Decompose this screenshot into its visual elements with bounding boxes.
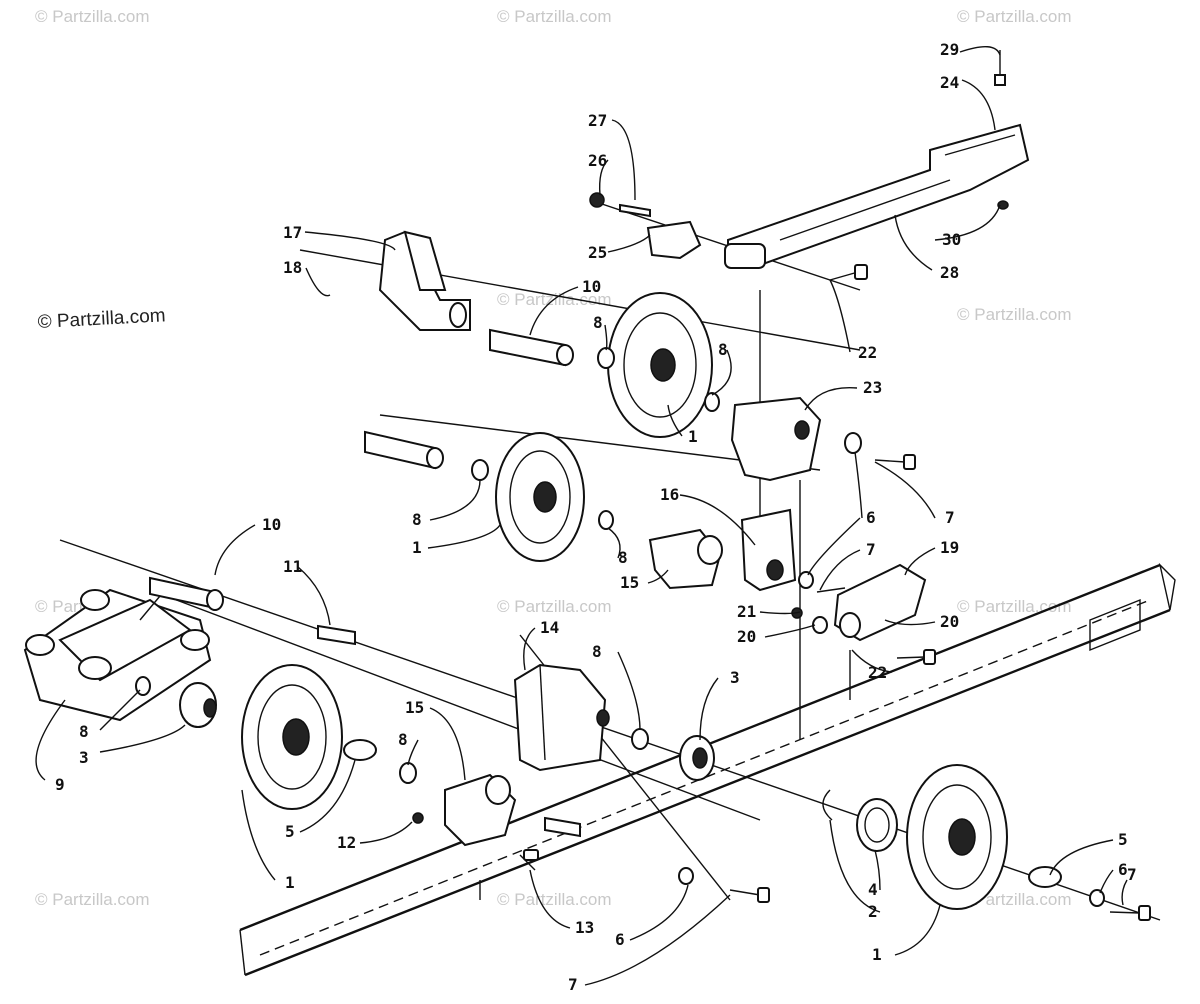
callout-4: 4 (868, 880, 878, 899)
callout-11: 11 (283, 557, 302, 576)
callout-9: 9 (55, 775, 65, 794)
callout-7-right: 7 (1127, 865, 1137, 884)
snap-ring (822, 789, 833, 821)
washers (135, 347, 1105, 907)
watermark-bottom-left: © Partzilla.com (35, 890, 150, 909)
callout-8-center: 8 (618, 548, 628, 567)
callout-29: 29 (940, 40, 959, 59)
callout-8-right: 8 (718, 340, 728, 359)
callout-16: 16 (660, 485, 679, 504)
callout-26: 26 (588, 151, 607, 170)
callout-20-right: 20 (940, 612, 959, 631)
callout-19: 19 (940, 538, 959, 557)
callout-14: 14 (540, 618, 559, 637)
callout-6-right: 6 (1118, 860, 1128, 879)
callout-5-left: 5 (285, 822, 295, 841)
bracket-17 (378, 230, 471, 331)
callout-15-lower: 15 (405, 698, 424, 717)
callout-22-lower: 22 (868, 663, 887, 682)
idler-wheels (241, 292, 1008, 910)
callout-1-top: 1 (688, 427, 698, 446)
callout-15-upper: 15 (620, 573, 639, 592)
callout-27: 27 (588, 111, 607, 130)
callout-20-left: 20 (737, 627, 756, 646)
callout-8-top: 8 (593, 313, 603, 332)
callout-10-top: 10 (582, 277, 601, 296)
callout-23: 23 (863, 378, 882, 397)
callout-8-left: 8 (79, 722, 89, 741)
callout-2: 2 (868, 902, 878, 921)
callout-6-bottom: 6 (615, 930, 625, 949)
callout-numbers: 29 24 27 26 25 30 28 17 18 10 8 22 8 23 … (55, 40, 1137, 994)
watermark-bottom-center: © Partzilla.com (497, 890, 612, 909)
callout-21: 21 (737, 602, 756, 621)
callout-8-mid: 8 (412, 510, 422, 529)
brackets (444, 396, 927, 847)
callout-7-top: 7 (945, 508, 955, 527)
callout-1-right: 1 (872, 945, 882, 964)
watermark-top-right: © Partzilla.com (957, 7, 1072, 26)
watermark-lower-center: © Partzilla.com (497, 597, 612, 616)
callout-18: 18 (283, 258, 302, 277)
callout-7-mid: 7 (866, 540, 876, 559)
callout-1-mid: 1 (412, 538, 422, 557)
callout-17: 17 (283, 223, 302, 242)
leader-lines (35, 46, 1128, 986)
damper-arm (589, 123, 1030, 269)
callout-24: 24 (940, 73, 959, 92)
callout-22-top: 22 (858, 343, 877, 362)
watermark-top-left: © Partzilla.com (35, 7, 150, 26)
callout-25: 25 (588, 243, 607, 262)
callout-3-right: 3 (730, 668, 740, 687)
watermark-mid-right: © Partzilla.com (957, 305, 1072, 324)
callout-28: 28 (940, 263, 959, 282)
callout-1-left: 1 (285, 873, 295, 892)
callout-8-lower: 8 (592, 642, 602, 661)
callout-7-bottom: 7 (568, 975, 578, 994)
watermark-main: © Partzilla.com (37, 305, 166, 333)
callout-30: 30 (942, 230, 961, 249)
pivot-arm-assembly (23, 584, 212, 722)
spacers-bearings (179, 682, 1062, 888)
callout-5-right: 5 (1118, 830, 1128, 849)
watermark-top-center: © Partzilla.com (497, 7, 612, 26)
callout-12: 12 (337, 833, 356, 852)
tubes (149, 328, 581, 838)
bolts (412, 50, 1151, 921)
callout-13: 13 (575, 918, 594, 937)
callout-6-top: 6 (866, 508, 876, 527)
callout-10-mid: 10 (262, 515, 281, 534)
callout-8-bottom: 8 (398, 730, 408, 749)
callout-3-left: 3 (79, 748, 89, 767)
